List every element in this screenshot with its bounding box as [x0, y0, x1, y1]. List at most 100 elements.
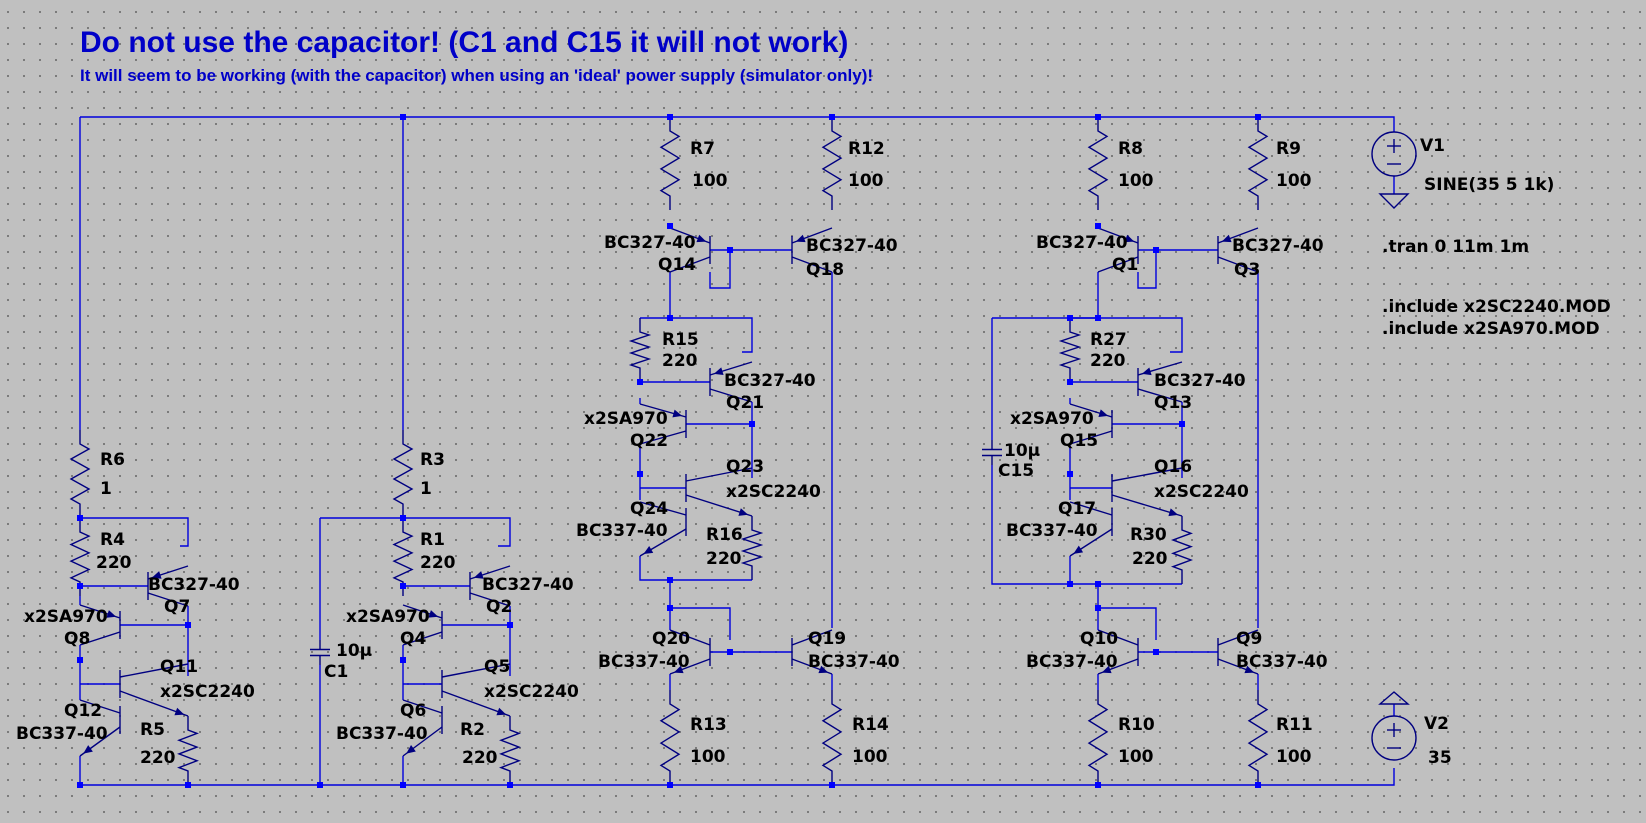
label-r5: R5	[140, 720, 165, 740]
label-c1: C1	[324, 662, 348, 682]
label-q16: Q16	[1154, 457, 1192, 477]
value-q16: x2SC2240	[1154, 482, 1249, 502]
transistor-q4	[402, 604, 443, 646]
label-q8: Q8	[64, 629, 90, 649]
transistor-q8	[79, 604, 121, 646]
wire	[670, 607, 731, 640]
transistor-q19	[791, 629, 833, 675]
transistor-q24	[639, 501, 687, 557]
value-q8: x2SA970	[24, 607, 108, 627]
value-r14: 100	[852, 747, 888, 767]
junction-dot	[1153, 649, 1159, 655]
label-r3: R3	[420, 450, 445, 470]
wire	[1137, 250, 1157, 289]
label-r16: R16	[706, 525, 743, 545]
wire	[639, 556, 752, 581]
value-q11: x2SC2240	[160, 682, 255, 702]
value-r4: 220	[96, 553, 132, 573]
junction-dot	[829, 114, 835, 120]
transistor-q17	[1069, 501, 1113, 557]
label-q22: Q22	[630, 431, 668, 451]
transistor-q6	[402, 699, 443, 757]
junction-dot	[185, 782, 191, 788]
junction-dot	[400, 114, 406, 120]
value-q20: BC337-40	[598, 652, 690, 672]
value-r30: 220	[1132, 549, 1168, 569]
label-r1: R1	[420, 530, 445, 550]
value-q15: x2SA970	[1010, 409, 1094, 429]
label-r27: R27	[1090, 330, 1127, 350]
schematic-subtitle: It will seem to be working (with the cap…	[80, 66, 874, 85]
value-q2: BC327-40	[482, 575, 574, 595]
resistor-r6	[69, 430, 91, 518]
junction-dot	[77, 583, 83, 589]
resistor-r10	[1087, 690, 1109, 785]
resistor-r12	[821, 117, 843, 210]
label-q10: Q10	[1080, 629, 1118, 649]
resistor-r30	[1170, 516, 1194, 584]
resistor-r16	[740, 516, 764, 580]
label-r10: R10	[1118, 715, 1155, 735]
transistor-q5	[441, 663, 511, 717]
junction-dot	[1095, 605, 1101, 611]
junction-dot	[727, 247, 733, 253]
label-q20: Q20	[652, 629, 690, 649]
label-q3: Q3	[1234, 260, 1260, 280]
transistor-q3	[1217, 227, 1259, 273]
resistor-r5	[177, 716, 199, 785]
label-r8: R8	[1118, 139, 1143, 159]
value-r11: 100	[1276, 747, 1312, 767]
resistor-r2	[499, 716, 521, 785]
label-r7: R7	[690, 139, 715, 159]
wire	[991, 465, 1182, 585]
ground-symbol	[1378, 193, 1410, 209]
transistor-q18	[791, 227, 833, 273]
value-r5: 220	[140, 748, 176, 768]
label-q1: Q1	[1112, 255, 1138, 275]
junction-dot	[400, 583, 406, 589]
junction-dot	[667, 315, 673, 321]
value-q5: x2SC2240	[484, 682, 579, 702]
value-c1: 10µ	[336, 641, 372, 661]
resistor-r13	[659, 690, 681, 785]
junction-dot	[1095, 114, 1101, 120]
label-q14: Q14	[658, 255, 696, 275]
label-q12: Q12	[64, 701, 102, 721]
junction-dot	[317, 782, 323, 788]
transistor-q23	[685, 467, 753, 517]
transistor-q13	[1137, 361, 1183, 403]
wire	[320, 517, 511, 547]
wire	[709, 250, 731, 289]
junction-dot	[1255, 114, 1261, 120]
label-v1: V1	[1420, 136, 1445, 156]
label-q24: Q24	[630, 499, 668, 519]
label-q23: Q23	[726, 457, 764, 477]
resistor-r9	[1247, 117, 1269, 210]
value-q21: BC327-40	[724, 371, 816, 391]
value-v2: 35	[1428, 748, 1452, 768]
resistor-r14	[821, 690, 843, 785]
supply-symbol	[1378, 691, 1410, 705]
label-q17: Q17	[1058, 499, 1096, 519]
value-q1: BC327-40	[1036, 233, 1128, 253]
transistor-q2	[469, 565, 511, 607]
label-q4: Q4	[400, 629, 426, 649]
junction-dot	[185, 622, 191, 628]
junction-dot	[1067, 581, 1073, 587]
junction-dot	[829, 782, 835, 788]
junction-dot	[77, 782, 83, 788]
include-directive-2: .include x2SA970.MOD	[1382, 319, 1600, 339]
junction-dot	[637, 379, 643, 385]
label-q15: Q15	[1060, 431, 1098, 451]
label-r14: R14	[852, 715, 889, 735]
junction-dot	[637, 471, 643, 477]
value-c15: 10µ	[1004, 441, 1040, 461]
label-r2: R2	[460, 720, 485, 740]
junction-dot	[1095, 581, 1101, 587]
include-directive-1: .include x2SC2240.MOD	[1382, 297, 1611, 317]
transistor-q7	[147, 565, 189, 607]
junction-dot	[667, 782, 673, 788]
transistor-q20	[669, 629, 711, 675]
components	[69, 117, 1417, 785]
